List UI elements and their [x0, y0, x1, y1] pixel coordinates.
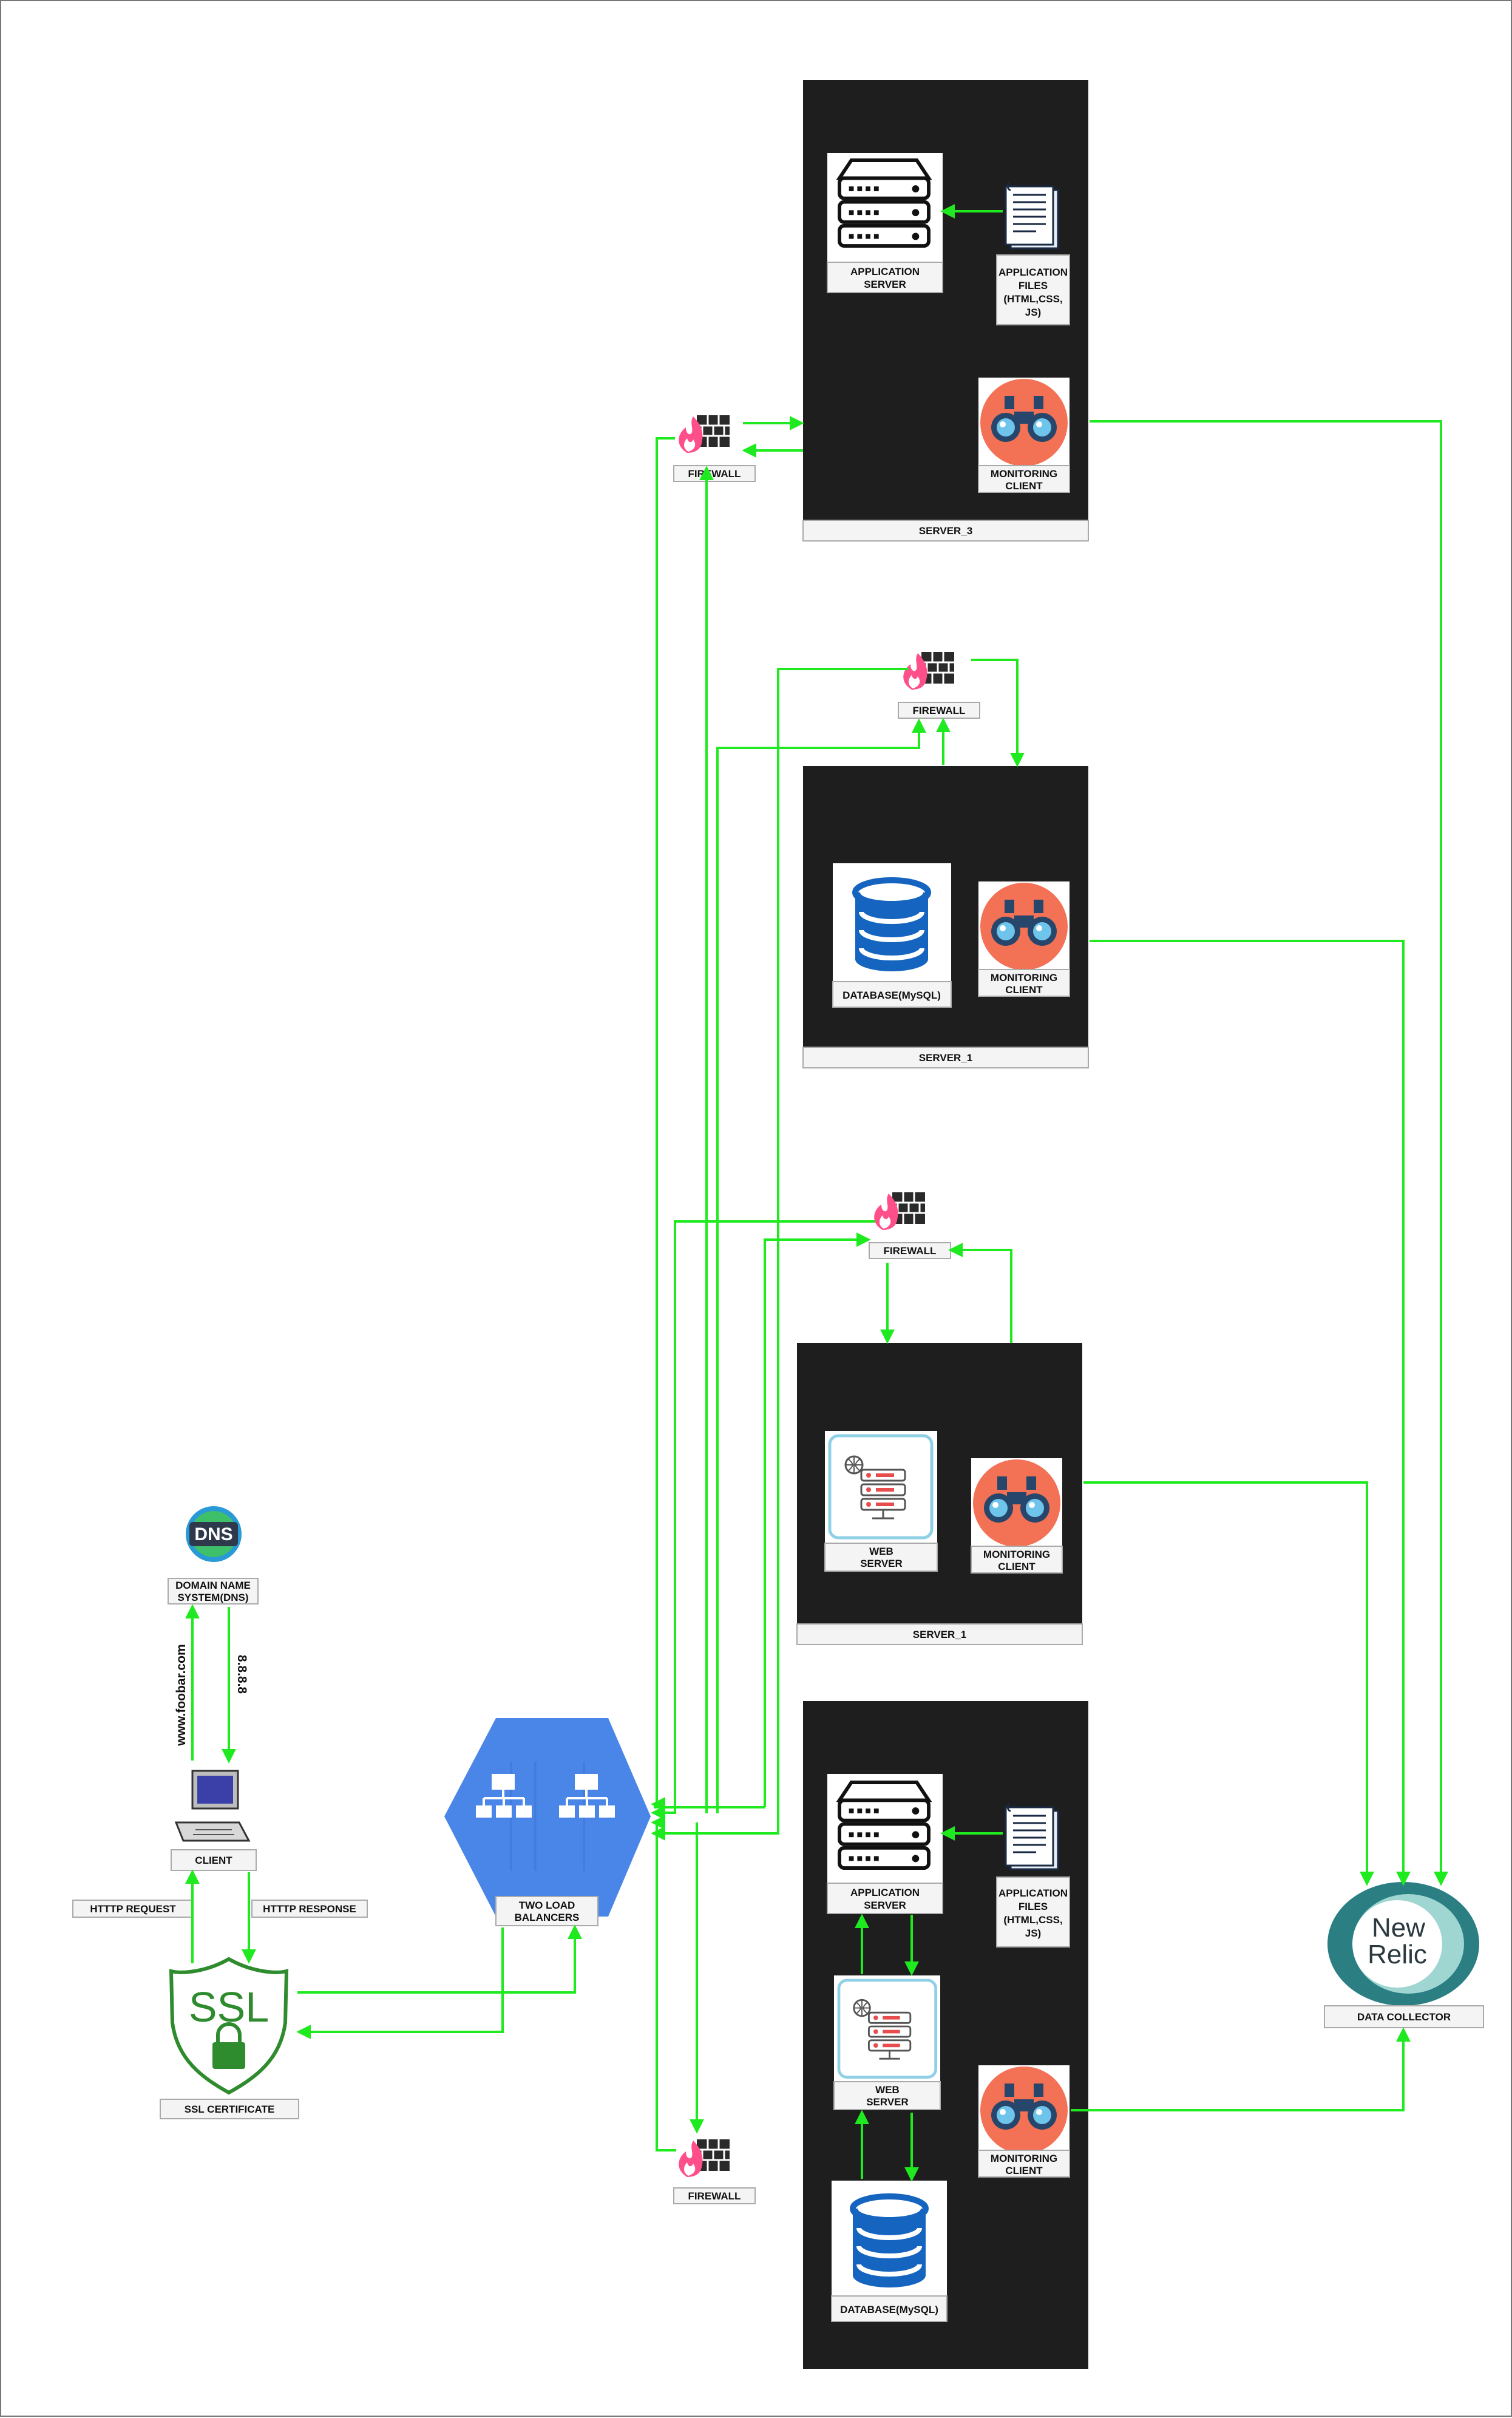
firewall-s1: FIREWALL [898, 651, 980, 719]
svg-text:CLIENT: CLIENT [1005, 480, 1043, 492]
monitoring-client-s1: MONITORING CLIENT [978, 881, 1070, 997]
svg-text:CLIENT: CLIENT [1005, 984, 1043, 996]
server-1b-label: SERVER_1 [913, 1629, 967, 1640]
svg-text:BALANCERS: BALANCERS [515, 1912, 580, 1923]
firewall-bottom: FIREWALL [673, 2138, 756, 2204]
svg-text:(HTML,CSS,: (HTML,CSS, [1003, 1914, 1062, 1926]
svg-text:FIREWALL: FIREWALL [884, 1245, 937, 1257]
svg-text:WEB: WEB [875, 2084, 900, 2096]
svg-text:MONITORING: MONITORING [983, 1549, 1050, 1560]
svg-text:MONITORING: MONITORING [991, 468, 1057, 480]
database-icon [855, 880, 928, 971]
svg-text:JS): JS) [1025, 1927, 1041, 1939]
binoculars-icon [980, 379, 1068, 466]
dns-query-label: www.foobar.com [174, 1644, 188, 1746]
firewall-icon [902, 651, 955, 691]
svg-text:FILES: FILES [1019, 280, 1048, 291]
svg-text:SYSTEM(DNS): SYSTEM(DNS) [177, 1592, 248, 1603]
rack-server-icon [839, 160, 929, 246]
svg-text:DATA COLLECTOR: DATA COLLECTOR [1357, 2011, 1451, 2023]
web-server-icon [830, 1436, 932, 1538]
firewall-web: FIREWALL [869, 1191, 951, 1259]
database-s1: DATABASE(MySQL) [832, 863, 952, 1008]
svg-text:SERVER: SERVER [860, 1558, 903, 1569]
client-label: CLIENT [195, 1855, 232, 1866]
firewall-icon [873, 1191, 926, 1231]
rack-server-icon [839, 1782, 929, 1868]
svg-text:CLIENT: CLIENT [998, 1561, 1036, 1572]
firewall-icon [677, 2138, 731, 2178]
database-icon [853, 2196, 926, 2287]
svg-text:SERVER: SERVER [866, 2096, 909, 2108]
binoculars-icon [973, 1459, 1060, 1547]
monitoring-client-s3: MONITORING CLIENT [978, 378, 1070, 493]
svg-text:Relic: Relic [1368, 1940, 1427, 1969]
http-request-label: HTTTP REQUEST [90, 1903, 176, 1915]
svg-text:FILES: FILES [1019, 1901, 1048, 1912]
dns-node: DNS DOMAIN NAME SYSTEM(DNS) [168, 1506, 259, 1605]
new-relic-node: New Relic DATA COLLECTOR [1324, 1882, 1484, 2028]
ssl-certificate-node: SSL SSL CERTIFICATE [160, 1957, 299, 2119]
load-balancers-node: TWO LOAD BALANCERS [444, 1718, 651, 1926]
firewall-s3: FIREWALL [673, 414, 756, 482]
application-files-bottom: APPLICATION FILES (HTML,CSS, JS) [996, 1802, 1070, 1948]
web-server-bottom: WEB SERVER [833, 1975, 941, 2110]
svg-text:APPLICATION: APPLICATION [850, 1887, 920, 1898]
svg-text:DOMAIN NAME: DOMAIN NAME [175, 1580, 251, 1591]
client-node: CLIENT [168, 1762, 259, 1871]
dns-icon: DNS [194, 1524, 232, 1544]
svg-text:DATABASE(MySQL): DATABASE(MySQL) [840, 2304, 938, 2315]
svg-text:CLIENT: CLIENT [1005, 2165, 1043, 2176]
application-server-bottom: APPLICATION SERVER [827, 1774, 943, 1914]
monitoring-client-web: MONITORING CLIENT [971, 1458, 1063, 1574]
svg-text:TWO LOAD: TWO LOAD [519, 1900, 575, 1911]
document-icon [1005, 182, 1059, 250]
binoculars-icon [980, 883, 1068, 970]
application-server-top: APPLICATION SERVER [827, 153, 943, 293]
firewall-icon [677, 414, 731, 454]
svg-text:MONITORING: MONITORING [991, 972, 1057, 983]
app-server-top-line2: SERVER [864, 279, 906, 290]
svg-text:APPLICATION: APPLICATION [998, 1887, 1068, 1899]
http-response-label: HTTTP RESPONSE [263, 1903, 356, 1915]
svg-text:WEB: WEB [869, 1546, 893, 1557]
app-server-top-line1: APPLICATION [850, 266, 920, 277]
svg-text:MONITORING: MONITORING [991, 2153, 1057, 2164]
server-1a-label: SERVER_1 [919, 1052, 973, 1064]
monitoring-client-bottom: MONITORING CLIENT [978, 2065, 1070, 2178]
document-icon [1005, 1802, 1059, 1870]
binoculars-icon [980, 2067, 1068, 2154]
new-relic-logo: New [1372, 1913, 1425, 1943]
svg-text:APPLICATION: APPLICATION [998, 267, 1068, 278]
svg-text:SSL CERTIFICATE: SSL CERTIFICATE [185, 2104, 275, 2115]
server-3-label: SERVER_3 [919, 525, 973, 537]
connectors [185, 204, 1448, 2182]
database-bottom: DATABASE(MySQL) [831, 2181, 948, 2322]
svg-text:FIREWALL: FIREWALL [913, 705, 966, 716]
svg-text:JS): JS) [1025, 307, 1041, 318]
dns-answer-label: 8.8.8.8 [235, 1655, 249, 1694]
svg-text:DATABASE(MySQL): DATABASE(MySQL) [842, 990, 941, 1001]
application-files-top: APPLICATION FILES (HTML,CSS, JS) [996, 182, 1070, 325]
svg-text:FIREWALL: FIREWALL [688, 2190, 741, 2202]
web-server-icon [839, 1980, 936, 2077]
svg-text:(HTML,CSS,: (HTML,CSS, [1003, 293, 1062, 305]
web-server-s1: WEB SERVER [824, 1431, 938, 1572]
svg-text:SERVER: SERVER [864, 1900, 906, 1911]
svg-text:FIREWALL: FIREWALL [688, 468, 741, 480]
